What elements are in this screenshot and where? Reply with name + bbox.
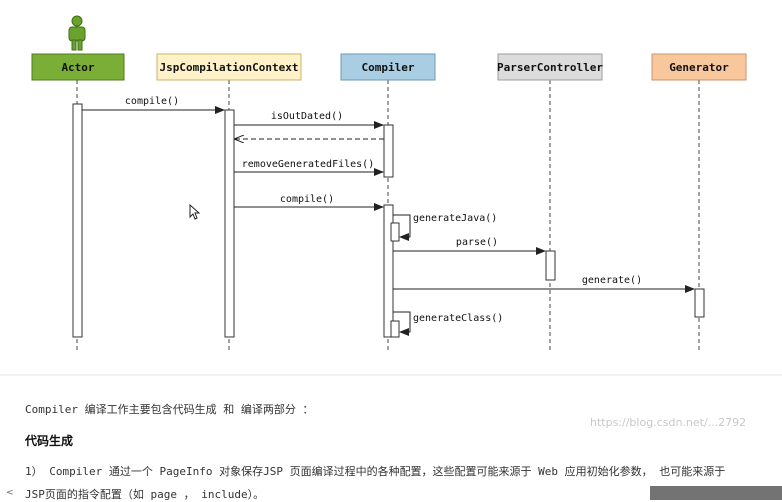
svg-text:generateJava(): generateJava()	[413, 213, 497, 224]
participant-jsp-compilation-context: JspCompilationContext	[156, 53, 302, 81]
message-parse: parse()	[393, 237, 546, 255]
scroll-left-icon[interactable]: <	[6, 488, 14, 498]
svg-text:compile(): compile()	[280, 194, 334, 205]
svg-text:isOutDated(): isOutDated()	[271, 111, 343, 122]
bottom-toolbar[interactable]	[650, 486, 782, 500]
message-generate: generate()	[393, 275, 695, 293]
doc-heading: 代码生成	[25, 434, 74, 448]
doc-paragraph-continued: JSP页面的指令配置（如 page ， include）。	[25, 488, 265, 501]
svg-text:generate(): generate()	[582, 275, 642, 286]
activation-compiler-2	[383, 204, 394, 338]
activation-actor	[72, 103, 83, 338]
participant-compiler: Compiler	[340, 53, 436, 81]
svg-text:parse(): parse()	[456, 237, 498, 248]
participant-parser-controller: ParserController	[497, 53, 603, 81]
mouse-cursor-icon	[189, 204, 201, 220]
svg-text:ParserController: ParserController	[497, 61, 603, 74]
svg-text:Compiler: Compiler	[362, 61, 415, 74]
doc-paragraph: 1） Compiler 通过一个 PageInfo 对象保存JSP 页面编译过程…	[25, 465, 726, 478]
svg-text:compile(): compile()	[125, 96, 179, 107]
sequence-diagram: Actor JspCompilationContext Compiler Par…	[0, 15, 782, 376]
activation-compiler-self-2	[390, 320, 400, 338]
url-watermark: https://blog.csdn.net/...2792	[590, 416, 747, 429]
svg-text:JspCompilationContext: JspCompilationContext	[159, 61, 298, 74]
message-remove-generated-files: removeGeneratedFiles()	[234, 159, 384, 176]
message-compile-1: compile()	[82, 96, 225, 114]
activation-parser	[545, 250, 556, 281]
participant-actor: Actor	[31, 53, 125, 81]
svg-text:Actor: Actor	[61, 61, 94, 74]
activation-compiler-1	[383, 124, 394, 178]
svg-text:generateClass(): generateClass()	[413, 313, 503, 324]
activations	[72, 103, 705, 338]
message-is-out-dated: isOutDated()	[234, 111, 384, 129]
svg-text:removeGeneratedFiles(): removeGeneratedFiles()	[242, 159, 374, 170]
message-generate-class: generateClass()	[393, 311, 503, 336]
svg-text:Generator: Generator	[669, 61, 729, 74]
activation-compiler-self-1	[390, 222, 400, 242]
doc-intro: Compiler 编译工作主要包含代码生成 和 编译两部分 ：	[25, 403, 314, 416]
message-compile-2: compile()	[234, 194, 384, 211]
activation-generator	[694, 288, 705, 318]
message-generate-java: generateJava()	[393, 213, 497, 241]
participant-generator: Generator	[651, 53, 747, 81]
actor-figure-icon	[68, 15, 86, 51]
activation-ctx	[224, 109, 235, 338]
